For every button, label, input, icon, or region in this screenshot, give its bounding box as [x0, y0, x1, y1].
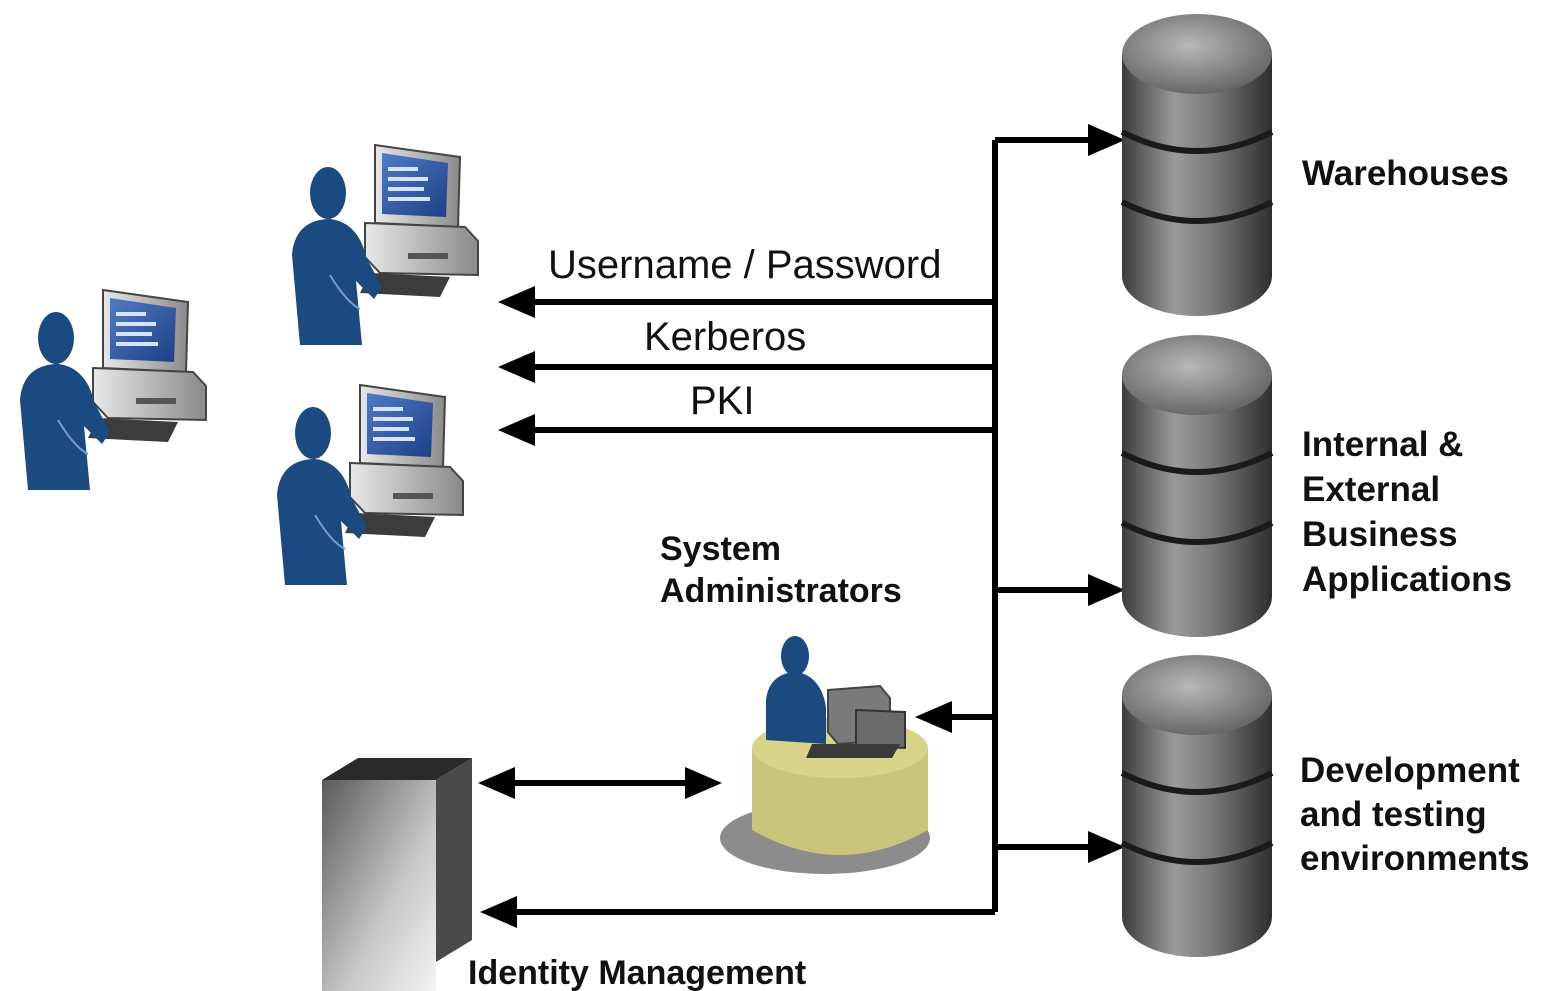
- user-at-computer-icon: [19, 289, 207, 491]
- connector-lines: [505, 137, 1095, 915]
- arrowheads: [478, 124, 1125, 928]
- database-cylinder-icon: [1122, 335, 1272, 637]
- auth-method-label: Username / Password: [548, 243, 941, 287]
- database-label-warehouses: Warehouses: [1302, 154, 1509, 193]
- user-at-computer-icon: [276, 384, 464, 586]
- auth-method-label: Kerberos: [644, 315, 806, 359]
- admin-workstation-icon: [720, 636, 930, 874]
- database-label-business-apps: Internal & External Business Application…: [1302, 425, 1512, 599]
- identity-management-label: Identity Management: [468, 954, 806, 991]
- system-administrators-label: System Administrators: [660, 530, 902, 610]
- user-at-computer-icon: [291, 144, 479, 346]
- database-label-dev-test: Development and testing environments: [1300, 751, 1530, 878]
- server-tower-icon: [322, 758, 472, 991]
- database-cylinder-icon: [1122, 655, 1272, 957]
- database-cylinder-icon: [1122, 14, 1272, 316]
- auth-method-label: PKI: [690, 379, 754, 423]
